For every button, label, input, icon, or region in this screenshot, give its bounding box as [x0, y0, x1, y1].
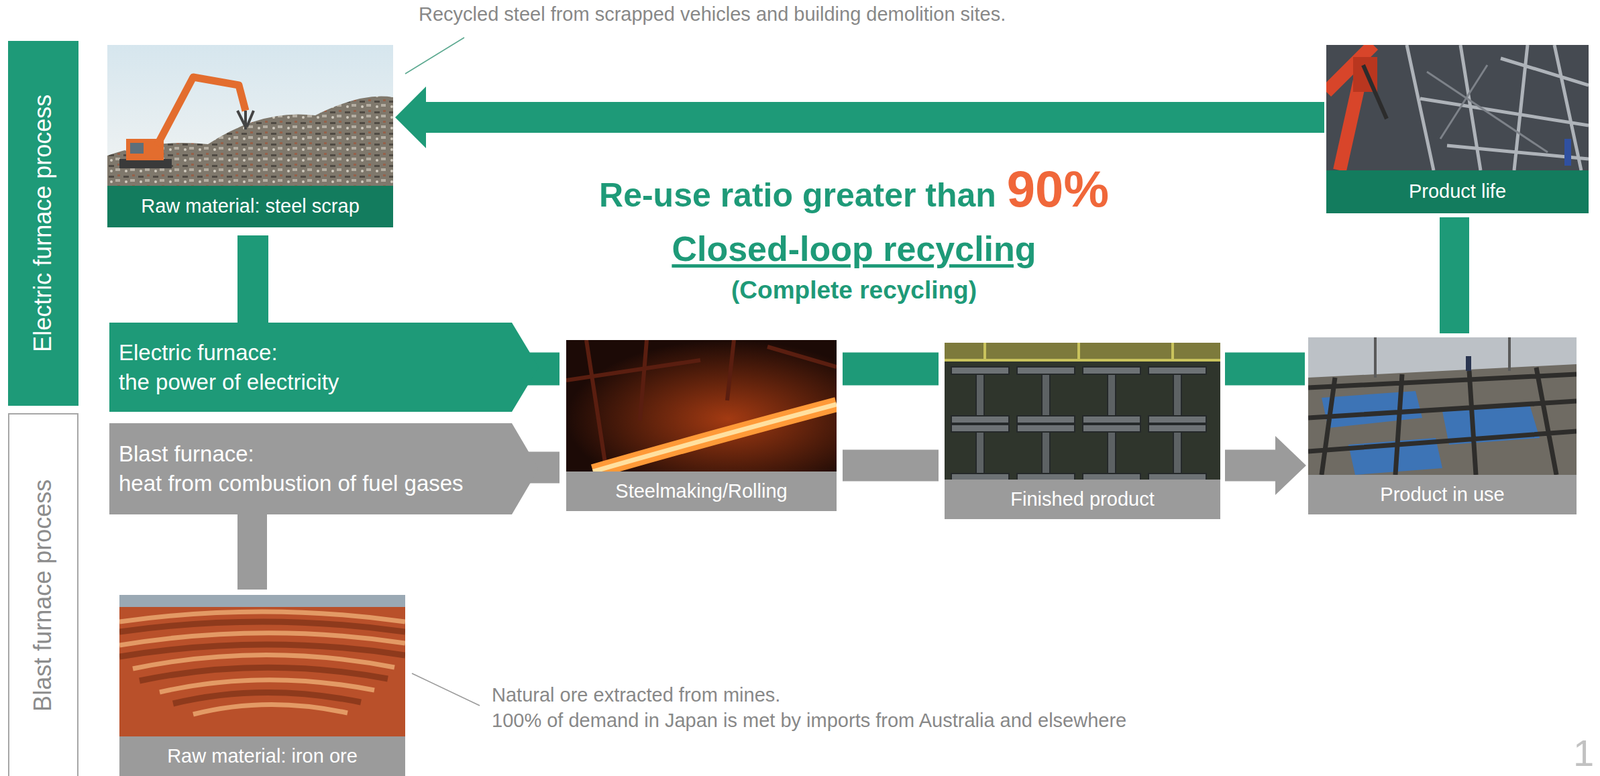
label-group: Re-use ratio greater than 90%	[599, 163, 1109, 215]
sky	[119, 595, 406, 608]
h-beam	[1148, 424, 1207, 482]
photo-box: Raw material: steel scrap	[107, 44, 394, 228]
flow-bar	[237, 511, 268, 590]
rolling-photo	[566, 340, 837, 472]
terrace-shadows	[119, 621, 406, 704]
crane-rails	[944, 342, 1221, 361]
sky	[107, 44, 394, 186]
headline: Re-use ratio greater than	[599, 178, 997, 212]
sky	[1308, 337, 1577, 475]
photo-caption: Finished product	[944, 479, 1221, 520]
photo-box: Raw material: iron ore	[119, 595, 406, 776]
columns	[1375, 337, 1510, 378]
hot-steel-glow	[593, 404, 837, 472]
h-beam	[1017, 366, 1075, 424]
flow-bar	[1224, 352, 1305, 386]
arrow-shape-fill	[109, 322, 539, 412]
photo-caption: Steelmaking/Rolling	[566, 471, 837, 512]
h-beam	[1082, 366, 1141, 424]
mill-structure	[566, 340, 837, 472]
factory-lights	[944, 342, 1221, 361]
steel-grid	[1308, 367, 1577, 475]
arrow-shape	[109, 423, 539, 515]
h-beam	[951, 424, 1009, 482]
flow-bar	[842, 352, 939, 386]
photo-box: Product life	[1326, 44, 1589, 214]
process-band: Blast furnace process	[8, 413, 79, 776]
leader-line	[411, 673, 480, 706]
furnace-box: Blast furnace:heat from combustion of fu…	[109, 423, 539, 515]
label-group: Natural ore extracted from mines.	[491, 685, 781, 706]
leader-line	[405, 37, 465, 74]
flow-arrow	[395, 86, 1325, 149]
excavator-track	[119, 158, 172, 169]
h-beam	[1082, 424, 1141, 482]
scrap-heap	[107, 96, 394, 186]
process-title: Blast furnace process	[30, 478, 58, 712]
process-description: heat from combustion of fuel gases	[109, 468, 464, 499]
h-beam	[951, 366, 1009, 424]
hot-steel-bar	[593, 404, 837, 472]
ground	[1308, 364, 1577, 475]
headline: (Complete recycling)	[731, 277, 977, 303]
flow-arrow	[1224, 436, 1307, 496]
callout-note: Recycled steel from scrapped vehicles an…	[418, 4, 1006, 25]
photo-caption: Raw material: iron ore	[119, 736, 406, 776]
background	[1326, 44, 1589, 171]
process-band: Electric furnace process	[8, 40, 79, 406]
demolition-photo	[1326, 44, 1589, 171]
background	[566, 340, 837, 472]
process-description: the power of electricity	[109, 367, 339, 398]
h-beam	[1017, 424, 1075, 482]
furnace-box: Electric furnace:the power of electricit…	[109, 322, 539, 412]
process-title: Electric furnace process	[30, 94, 58, 353]
steel-frame	[1406, 44, 1589, 171]
arrow-shape-fill	[109, 423, 539, 515]
worker	[1465, 356, 1472, 371]
mine-photo	[119, 595, 406, 737]
background	[119, 595, 406, 737]
callout-note: Natural ore extracted from mines.	[491, 685, 781, 706]
flow-bar	[1439, 217, 1470, 334]
arrow-shape	[109, 322, 539, 412]
label-group: 1	[1573, 734, 1594, 773]
photo-box: Finished product	[944, 342, 1221, 520]
label-group: Recycled steel from scrapped vehicles an…	[418, 4, 1006, 25]
excavator-arm	[156, 77, 246, 146]
flow-bar	[842, 450, 939, 482]
headline: Closed-loop recycling	[671, 231, 1036, 267]
process-heading: Electric furnace:	[109, 338, 278, 368]
label-group: 100% of demand in Japan is met by import…	[491, 711, 1127, 731]
photo-caption: Product in use	[1308, 474, 1577, 515]
flow-bar	[237, 235, 269, 326]
photo-caption: Raw material: steel scrap	[107, 185, 394, 228]
photo-box: Product in use	[1308, 337, 1577, 515]
terraces	[119, 611, 406, 715]
construction-photo	[1308, 337, 1577, 475]
worker	[1564, 138, 1572, 166]
photo-caption: Product life	[1326, 170, 1589, 214]
headline: 90%	[1006, 163, 1109, 215]
callout-note: 100% of demand in Japan is met by import…	[491, 711, 1127, 731]
label-group: Closed-loop recycling	[671, 231, 1036, 267]
beams-photo	[944, 342, 1221, 482]
h-beam	[1148, 366, 1207, 424]
hydraulic	[1363, 65, 1387, 119]
photo-box: Steelmaking/Rolling	[566, 340, 837, 512]
label-group: (Complete recycling)	[731, 277, 977, 303]
process-heading: Blast furnace:	[109, 439, 255, 469]
twisted-steel	[1426, 65, 1548, 153]
excavator-window	[130, 142, 144, 154]
page-number: 1	[1573, 734, 1594, 773]
scrap-photo	[107, 44, 394, 186]
grapple	[237, 110, 254, 130]
